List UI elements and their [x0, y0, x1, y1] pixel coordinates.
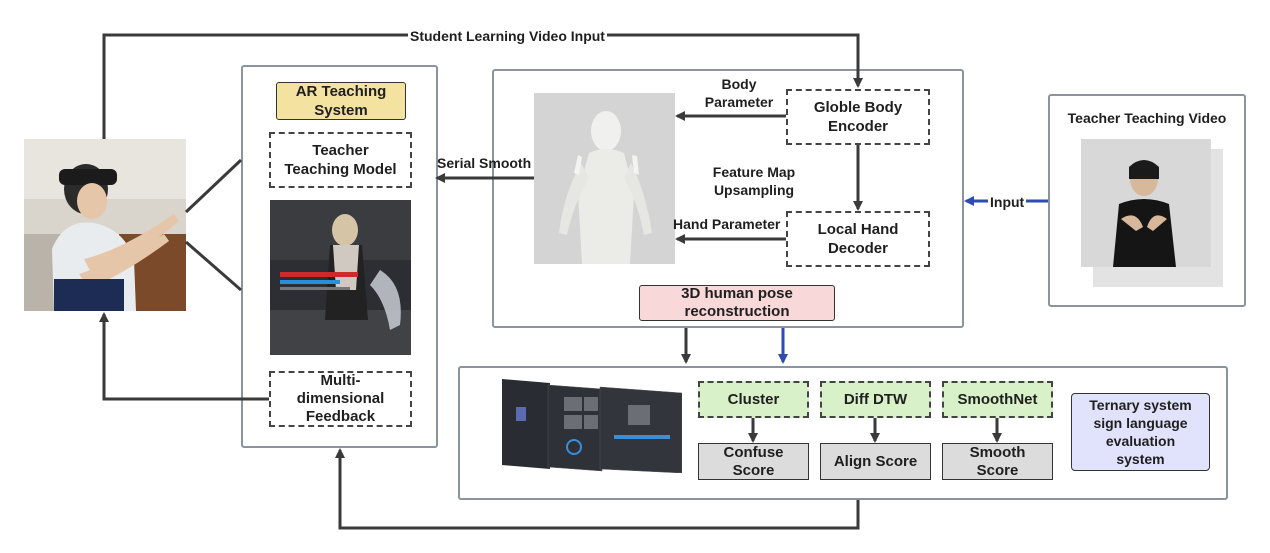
feature-map-upsampling-label: Feature Map Upsampling — [712, 164, 796, 198]
ternary-evaluation-system-box: Ternary system sign language evaluation … — [1071, 393, 1210, 471]
multidimensional-feedback-box: Multi- dimensional Feedback — [269, 371, 412, 427]
human-mesh-image — [534, 93, 675, 264]
hand-parameter-label: Hand Parameter — [673, 216, 781, 232]
globle-body-encoder-box: Globle Body Encoder — [786, 89, 930, 145]
diff-dtw-box: Diff DTW — [820, 381, 931, 418]
student-photo — [24, 139, 186, 311]
ar-teaching-system-title: AR Teaching System — [276, 82, 406, 120]
align-score-box: Align Score — [820, 443, 931, 480]
teacher-teaching-video-title: Teacher Teaching Video — [1067, 110, 1227, 126]
smooth-score-box: Smooth Score — [942, 443, 1053, 480]
confuse-score-box: Confuse Score — [698, 443, 809, 480]
body-parameter-label: Body Parameter — [704, 76, 774, 110]
input-label: Input — [988, 193, 1027, 211]
student-learning-video-input-label: Student Learning Video Input — [408, 27, 607, 45]
avatar-render-image — [270, 200, 411, 355]
evaluation-screens-image — [502, 377, 682, 473]
smoothnet-box: SmoothNet — [942, 381, 1053, 418]
local-hand-decoder-box: Local Hand Decoder — [786, 211, 930, 267]
serial-smooth-label: Serial Smooth — [437, 155, 532, 171]
teacher-teaching-model-box: Teacher Teaching Model — [269, 132, 412, 188]
teacher-photo — [1081, 139, 1223, 287]
3d-pose-reconstruction-title: 3D human pose reconstruction — [639, 285, 835, 321]
cluster-box: Cluster — [698, 381, 809, 418]
